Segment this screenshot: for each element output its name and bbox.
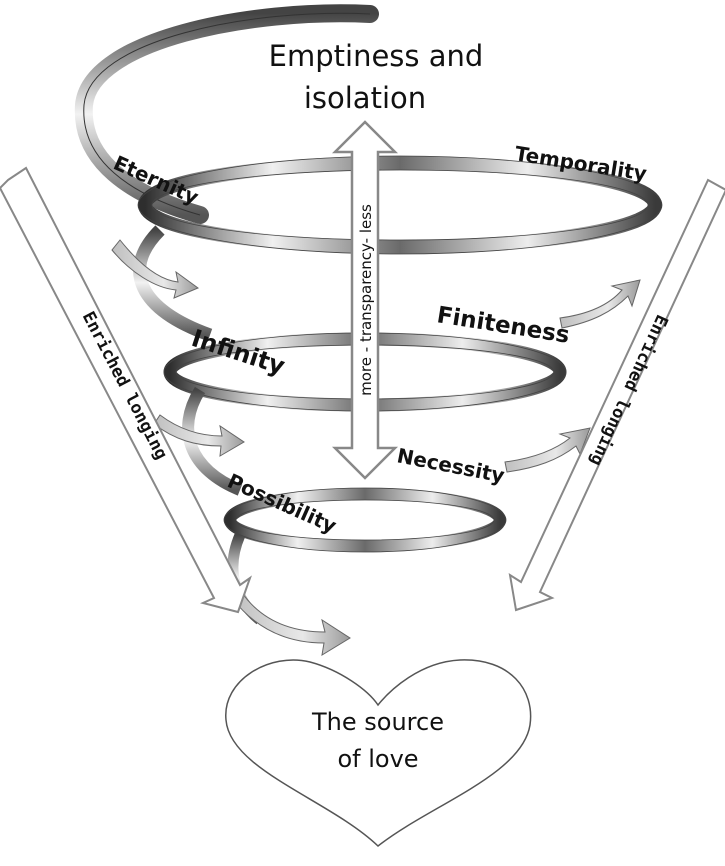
left-longing-text: Enriched longing	[78, 308, 171, 462]
label-necessity: Necessity	[395, 443, 507, 487]
ribbon-connector-1	[133, 225, 213, 342]
label-infinity: Infinity	[188, 324, 289, 380]
flow-arrow-bottom	[231, 589, 351, 656]
flow-arrow-right-2	[504, 427, 591, 473]
transparency-double-arrow: more - transparency- less	[331, 120, 399, 480]
title-line-1: Emptiness and	[269, 39, 484, 73]
ribbon-ring-1	[138, 156, 662, 254]
flow-arrow-right-1	[559, 279, 641, 329]
transparency-label: more - transparency- less	[357, 204, 375, 396]
right-longing-text-vertical: Enriched longing	[585, 311, 671, 468]
ribbon-connector-2	[182, 386, 243, 496]
ribbon-ring-3	[224, 488, 506, 552]
heart-line-2: of love	[337, 745, 418, 773]
heart-shape	[225, 659, 532, 847]
flow-arrow-left-2	[153, 414, 245, 457]
flow-arrow-left-1	[111, 239, 200, 299]
title-line-2: isolation	[304, 81, 426, 115]
flow-arrows	[111, 239, 641, 656]
heart-line-1: The source	[311, 708, 444, 736]
